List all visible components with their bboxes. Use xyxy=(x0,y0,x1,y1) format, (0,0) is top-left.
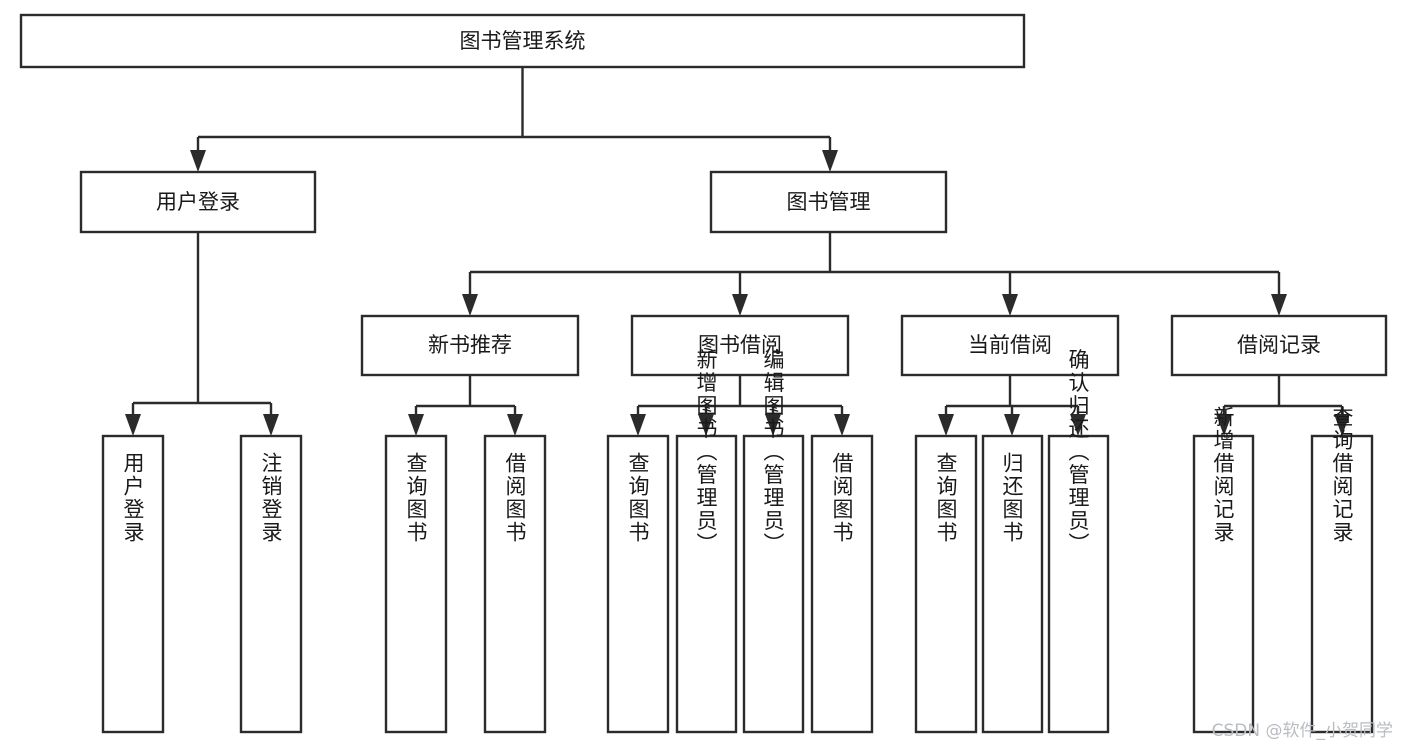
node-leaf-query-book-2-label: 查询图书 xyxy=(626,452,650,544)
node-leaf-borrow-book-1-label: 借阅图书 xyxy=(503,452,527,544)
node-borrow-record-label: 借阅记录 xyxy=(1237,333,1321,357)
arrowhead-to-leaf-confirm-return xyxy=(1070,414,1086,436)
arrowhead-to-leaf-query-book-2 xyxy=(630,414,646,436)
node-current-borrow-label: 当前借阅 xyxy=(968,333,1052,357)
arrowhead-to-leaf-add-book xyxy=(698,414,714,436)
node-new-book-rec-label: 新书推荐 xyxy=(428,333,512,357)
node-leaf-logout-box[interactable] xyxy=(239,434,303,734)
node-leaf-query-record-label: 查询借阅记录 xyxy=(1330,406,1354,544)
edge-current-borrow-bus xyxy=(944,375,1080,419)
node-leaf-user-login-box[interactable] xyxy=(101,434,165,734)
node-current-borrow-box[interactable] xyxy=(900,314,1120,377)
node-leaf-logout-label: 注销登录 xyxy=(259,452,283,544)
node-leaf-query-book-1-box[interactable] xyxy=(384,434,448,734)
node-leaf-add-book[interactable]: 新增图书（管理员） xyxy=(675,349,738,734)
node-leaf-return-book-box[interactable] xyxy=(981,434,1044,734)
node-leaf-add-record-label: 新增借阅记录 xyxy=(1211,406,1235,544)
node-leaf-user-login[interactable]: 用户登录 xyxy=(101,434,165,734)
node-user-login-label: 用户登录 xyxy=(156,190,240,214)
node-root-box[interactable] xyxy=(19,13,1026,69)
node-leaf-query-book-2-box[interactable] xyxy=(606,434,670,734)
node-root-label: 图书管理系统 xyxy=(460,29,586,53)
node-user-login[interactable]: 用户登录 xyxy=(79,170,317,234)
node-leaf-add-record-box[interactable] xyxy=(1192,434,1255,734)
node-leaf-return-book[interactable]: 归还图书 xyxy=(981,434,1044,734)
node-leaf-add-book-label: 新增图书（管理员） xyxy=(694,349,718,556)
node-borrow-record[interactable]: 借阅记录 xyxy=(1170,314,1388,377)
arrowhead-to-leaf-query-book-1 xyxy=(408,414,424,436)
arrowhead-to-leaf-edit-book xyxy=(765,414,781,436)
edge-root-bus xyxy=(196,67,832,155)
node-leaf-borrow-book-2-box[interactable] xyxy=(810,434,874,734)
arrowhead-to-user-login xyxy=(190,150,206,172)
node-leaf-edit-book-box[interactable] xyxy=(742,434,805,734)
node-leaf-edit-book-label: 编辑图书（管理员） xyxy=(761,349,785,556)
node-leaf-query-book-3-label: 查询图书 xyxy=(934,452,958,544)
edge-borrow-record-bus xyxy=(1222,375,1344,419)
arrowhead-to-leaf-borrow-book-1 xyxy=(507,414,523,436)
arrowhead-to-current-borrow xyxy=(1002,294,1018,316)
node-leaf-confirm-return-box[interactable] xyxy=(1047,434,1110,734)
node-leaf-borrow-book-2[interactable]: 借阅图书 xyxy=(810,434,874,734)
node-book-borrow-label: 图书借阅 xyxy=(698,333,782,357)
edge-book-mgmt-bus xyxy=(468,232,1281,299)
node-user-login-box[interactable] xyxy=(79,170,317,234)
node-leaf-return-book-label: 归还图书 xyxy=(1000,452,1024,544)
node-borrow-record-box[interactable] xyxy=(1170,314,1388,377)
node-leaf-query-book-3-box[interactable] xyxy=(914,434,978,734)
arrowhead-to-leaf-return-book xyxy=(1004,414,1020,436)
node-leaf-borrow-book-1[interactable]: 借阅图书 xyxy=(483,434,547,734)
node-leaf-query-record-box[interactable] xyxy=(1310,434,1374,734)
node-root[interactable]: 图书管理系统 xyxy=(19,13,1026,69)
node-book-mgmt-label: 图书管理 xyxy=(787,190,871,214)
node-new-book-rec[interactable]: 新书推荐 xyxy=(360,314,580,377)
node-leaf-query-book-1[interactable]: 查询图书 xyxy=(384,434,448,734)
node-leaf-add-book-box[interactable] xyxy=(675,434,738,734)
arrowhead-to-new-book-rec xyxy=(462,294,478,316)
arrowhead-to-leaf-query-book-3 xyxy=(938,414,954,436)
node-leaf-logout[interactable]: 注销登录 xyxy=(239,434,303,734)
edge-user-login-bus xyxy=(131,232,273,419)
node-leaf-query-book-2[interactable]: 查询图书 xyxy=(606,434,670,734)
node-leaf-query-book-3[interactable]: 查询图书 xyxy=(914,434,978,734)
node-book-mgmt-box[interactable] xyxy=(709,170,948,234)
node-leaf-query-book-1-label: 查询图书 xyxy=(404,452,428,544)
node-book-borrow[interactable]: 图书借阅 xyxy=(630,314,850,377)
node-leaf-borrow-book-2-label: 借阅图书 xyxy=(830,452,854,544)
node-leaf-borrow-book-1-box[interactable] xyxy=(483,434,547,734)
node-leaf-confirm-return-label: 确认归还（管理员） xyxy=(1066,349,1090,556)
node-leaf-edit-book[interactable]: 编辑图书（管理员） xyxy=(742,349,805,734)
arrowhead-to-leaf-user-login xyxy=(125,414,141,436)
node-leaf-add-record[interactable]: 新增借阅记录 xyxy=(1192,406,1255,734)
node-new-book-rec-box[interactable] xyxy=(360,314,580,377)
node-leaf-user-login-label: 用户登录 xyxy=(121,452,145,544)
arrowhead-to-leaf-borrow-book-2 xyxy=(834,414,850,436)
node-book-borrow-box[interactable] xyxy=(630,314,850,377)
node-leaf-query-record[interactable]: 查询借阅记录 xyxy=(1310,406,1374,734)
arrowhead-to-leaf-query-record xyxy=(1334,414,1350,436)
edge-book-borrow-bus xyxy=(636,375,844,419)
arrowhead-to-leaf-logout xyxy=(263,414,279,436)
connector-layer xyxy=(125,67,1350,436)
arrowhead-to-book-mgmt xyxy=(822,150,838,172)
arrowhead-to-borrow-record xyxy=(1271,294,1287,316)
arrowhead-to-book-borrow xyxy=(732,294,748,316)
node-leaf-confirm-return[interactable]: 确认归还（管理员） xyxy=(1047,349,1110,734)
node-book-mgmt[interactable]: 图书管理 xyxy=(709,170,948,234)
edge-new-book-rec-bus xyxy=(414,375,517,419)
arrowhead-to-leaf-add-record xyxy=(1216,414,1232,436)
node-current-borrow[interactable]: 当前借阅 xyxy=(900,314,1120,377)
